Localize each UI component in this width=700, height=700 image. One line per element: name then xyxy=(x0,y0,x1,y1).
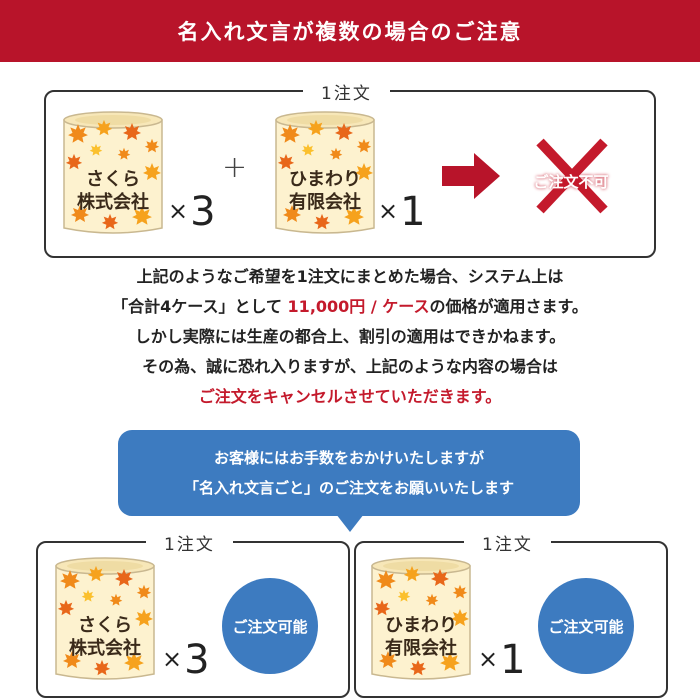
maple-leaf-icon xyxy=(344,206,364,225)
maple-leaf-icon xyxy=(101,213,119,230)
page-title: 名入れ文言が複数の場合のご注意 xyxy=(177,20,523,44)
maple-leaf-icon xyxy=(117,147,131,160)
quantity-value: 3 xyxy=(184,637,210,683)
quantity-value: 3 xyxy=(190,189,216,235)
maple-leaf-icon xyxy=(89,143,103,156)
times-sign: × xyxy=(162,645,183,673)
header-banner: 名入れ文言が複数の場合のご注意 xyxy=(0,0,700,62)
maple-leaf-icon xyxy=(301,143,315,156)
maple-leaf-icon xyxy=(115,569,133,586)
description-line: 「合計4ケース」として 11,000円 / ケースの価格が適用さます。 xyxy=(0,292,700,322)
description-line: その為、誠に恐れ入りますが、上記のような内容の場合は xyxy=(142,357,558,376)
can-label-line1: ひまわり xyxy=(385,615,457,636)
maple-leaf-icon xyxy=(373,599,391,616)
maple-leaf-icon xyxy=(403,565,421,582)
maple-leaf-icon xyxy=(379,651,397,668)
quantity: ×3 xyxy=(168,192,216,232)
plus-sign: + xyxy=(222,150,248,185)
quantity: ×1 xyxy=(478,640,526,680)
maple-leaf-icon xyxy=(307,119,325,136)
maple-leaf-icon xyxy=(93,659,111,676)
maple-leaf-icon xyxy=(124,652,144,671)
maple-leaf-icon xyxy=(65,153,83,170)
can-icon: さくら 株式会社 xyxy=(52,556,158,684)
maple-leaf-icon xyxy=(440,652,460,671)
can-icon: ひまわり 有限会社 xyxy=(368,556,474,684)
can-label-line1: さくら xyxy=(78,615,132,636)
maple-leaf-icon xyxy=(109,593,123,606)
times-sign: × xyxy=(478,645,499,673)
maple-leaf-icon xyxy=(136,584,152,599)
times-sign: × xyxy=(168,197,189,225)
description-text: の価格が適用さます。 xyxy=(429,297,588,316)
maple-leaf-icon xyxy=(280,124,300,143)
maple-leaf-icon xyxy=(143,163,161,180)
maple-leaf-icon xyxy=(376,570,396,589)
maple-leaf-icon xyxy=(57,599,75,616)
order-label: 1注文 xyxy=(464,530,551,555)
maple-leaf-icon xyxy=(431,569,449,586)
maple-leaf-icon xyxy=(397,589,411,602)
maple-leaf-icon xyxy=(277,153,295,170)
maple-leaf-icon xyxy=(355,163,373,180)
description-line: 上記のようなご希望を1注文にまとめた場合、システム上は xyxy=(136,267,564,286)
order-ok-label: ご注文可能 xyxy=(548,617,624,636)
description-line: しかし実際には生産の都合上、割引の適用はできかねます。 xyxy=(134,327,566,346)
times-sign: × xyxy=(378,197,399,225)
can-icon: さくら 株式会社 xyxy=(60,110,166,238)
not-allowed-mark: ご注文不可 xyxy=(520,138,622,218)
request-bubble: お客様にはお手数をおかけいたしますが 「名入れ文言ごと」のご注文をお願いいたしま… xyxy=(118,430,580,516)
price-highlight: 11,000円 / ケース xyxy=(287,297,430,316)
quantity-value: 1 xyxy=(500,637,526,683)
cancel-notice: ご注文をキャンセルさせていただきます。 xyxy=(198,387,502,406)
not-allowed-label: ご注文不可 xyxy=(533,173,609,191)
can-label-line1: ひまわり xyxy=(289,169,361,190)
maple-leaf-icon xyxy=(132,206,152,225)
maple-leaf-icon xyxy=(356,138,372,153)
maple-leaf-icon xyxy=(451,609,469,626)
cross-mark-icon xyxy=(536,138,608,214)
order-ok-badge: ご注文可能 xyxy=(538,578,634,674)
maple-leaf-icon xyxy=(71,205,89,222)
maple-leaf-icon xyxy=(452,584,468,599)
maple-leaf-icon xyxy=(409,659,427,676)
maple-leaf-icon xyxy=(95,119,113,136)
maple-leaf-icon xyxy=(60,570,80,589)
can-icon: ひまわり 有限会社 xyxy=(272,110,378,238)
bubble-line: 「名入れ文言ごと」のご注文をお願いいたします xyxy=(183,479,514,497)
maple-leaf-icon xyxy=(144,138,160,153)
notice-description: 上記のようなご希望を1注文にまとめた場合、システム上は 「合計4ケース」として … xyxy=(0,262,700,412)
maple-leaf-icon xyxy=(123,123,141,140)
maple-leaf-icon xyxy=(81,589,95,602)
bubble-tail xyxy=(336,514,364,532)
can-label-line2: 有限会社 xyxy=(385,638,457,659)
maple-leaf-icon xyxy=(63,651,81,668)
order-ok-label: ご注文可能 xyxy=(232,617,308,636)
order-label: 1注文 xyxy=(303,79,390,104)
bubble-line: お客様にはお手数をおかけいたしますが xyxy=(213,449,484,467)
maple-leaf-icon xyxy=(329,147,343,160)
right-arrow-icon xyxy=(442,153,500,199)
maple-leaf-icon xyxy=(68,124,88,143)
quantity: ×3 xyxy=(162,640,210,680)
can-label-line2: 株式会社 xyxy=(77,192,149,213)
order-label: 1注文 xyxy=(146,530,233,555)
can-label-line2: 株式会社 xyxy=(69,638,141,659)
maple-leaf-icon xyxy=(135,609,153,626)
order-ok-badge: ご注文可能 xyxy=(222,578,318,674)
maple-leaf-icon xyxy=(335,123,353,140)
maple-leaf-icon xyxy=(283,205,301,222)
maple-leaf-icon xyxy=(425,593,439,606)
can-label-line1: さくら xyxy=(86,169,140,190)
quantity-value: 1 xyxy=(400,189,426,235)
maple-leaf-icon xyxy=(87,565,105,582)
maple-leaf-icon xyxy=(313,213,331,230)
description-text: 「合計4ケース」として xyxy=(112,297,288,316)
can-label-line2: 有限会社 xyxy=(289,192,361,213)
quantity: ×1 xyxy=(378,192,426,232)
